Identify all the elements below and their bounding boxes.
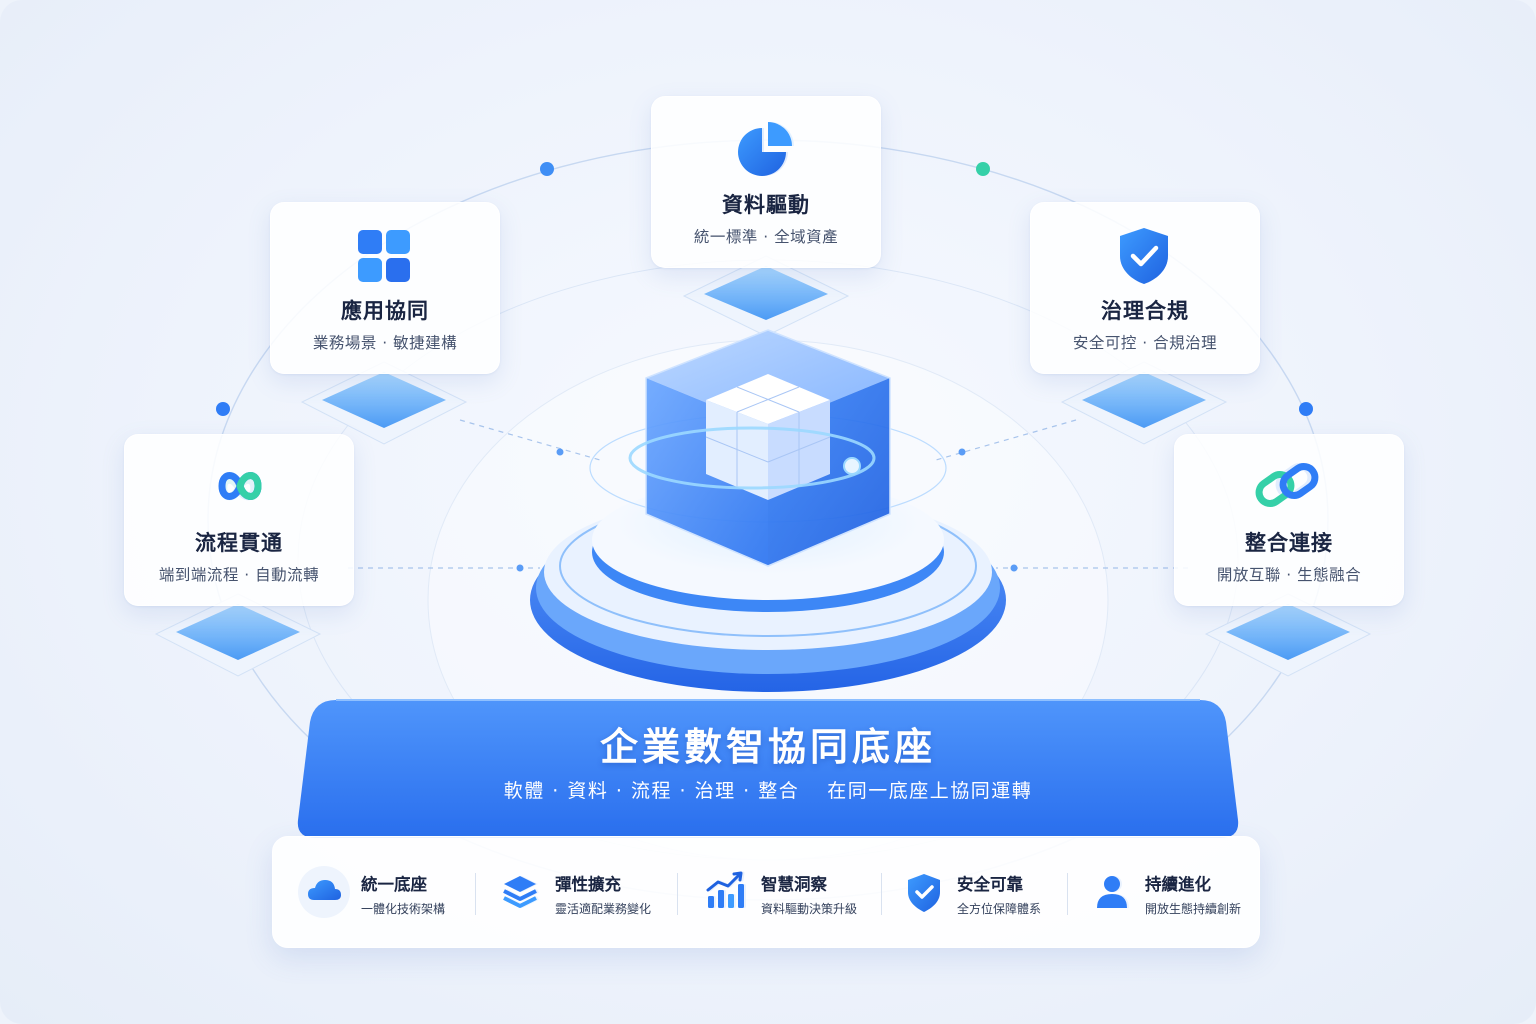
card-process: 流程貫通 端到端流程 · 自動流轉	[124, 434, 354, 606]
card-application-title: 應用協同	[341, 299, 429, 323]
feature-elastic-scaling: 彈性擴充 靈活適配業務變化	[467, 837, 663, 949]
title-band	[297, 699, 1239, 838]
feature-title: 持續進化	[1145, 875, 1211, 894]
feature-subtitle: 資料驅動決策升級	[761, 902, 858, 916]
feature-unified-platform: 統一底座 一體化技術架構	[273, 837, 469, 949]
card-process-title: 流程貫通	[195, 531, 283, 555]
card-data-title: 資料驅動	[722, 193, 810, 217]
card-integration: 整合連接 開放互聯 · 生態融合	[1174, 434, 1404, 606]
feature-subtitle: 一體化技術架構	[361, 902, 446, 916]
feature-title: 彈性擴充	[555, 875, 621, 894]
feature-secure-reliable: 安全可靠 全方位保障體系	[869, 837, 1065, 949]
feature-divider	[677, 873, 678, 915]
pad-integration	[1204, 593, 1372, 677]
feature-divider	[475, 873, 476, 915]
card-process-subtitle: 端到端流程 · 自動流轉	[158, 566, 320, 584]
card-application: 應用協同 業務場景 · 敏捷建構	[270, 202, 500, 374]
card-data: 資料驅動 統一標準 · 全域資產	[651, 96, 881, 268]
card-governance-title: 治理合規	[1101, 299, 1189, 323]
card-application-subtitle: 業務場景 · 敏捷建構	[312, 334, 458, 352]
platform-subtitle: 軟體 · 資料 · 流程 · 治理 · 整合 在同一底座上協同運轉	[503, 780, 1033, 802]
card-data-subtitle: 統一標準 · 全域資產	[693, 228, 839, 246]
card-integration-subtitle: 開放互聯 · 生態融合	[1216, 566, 1362, 584]
feature-divider	[881, 873, 882, 915]
feature-divider	[1067, 873, 1068, 915]
pad-data	[682, 255, 850, 337]
pad-governance	[1060, 361, 1228, 445]
feature-title: 統一底座	[361, 875, 427, 894]
feature-title: 智慧洞察	[761, 875, 827, 894]
feature-subtitle: 開放生態持續創新	[1145, 902, 1242, 916]
pad-application	[300, 361, 468, 445]
feature-bar: 統一底座 一體化技術架構 彈性擴充 靈活適配業務變化 智慧洞察 資料驅動決策升級…	[272, 836, 1260, 948]
feature-subtitle: 靈活適配業務變化	[555, 902, 652, 916]
feature-subtitle: 全方位保障體系	[957, 902, 1042, 916]
card-integration-title: 整合連接	[1245, 531, 1333, 555]
feature-continuous-evolution: 持續進化 開放生態持續創新	[1057, 837, 1253, 949]
platform-title: 企業數智協同底座	[599, 725, 936, 769]
card-governance: 治理合規 安全可控 · 合規治理	[1030, 202, 1260, 374]
card-governance-subtitle: 安全可控 · 合規治理	[1072, 334, 1218, 352]
central-cube	[628, 329, 891, 567]
feature-smart-insight: 智慧洞察 資料驅動決策升級	[673, 837, 869, 949]
feature-title: 安全可靠	[957, 875, 1023, 894]
pad-process	[154, 593, 322, 677]
